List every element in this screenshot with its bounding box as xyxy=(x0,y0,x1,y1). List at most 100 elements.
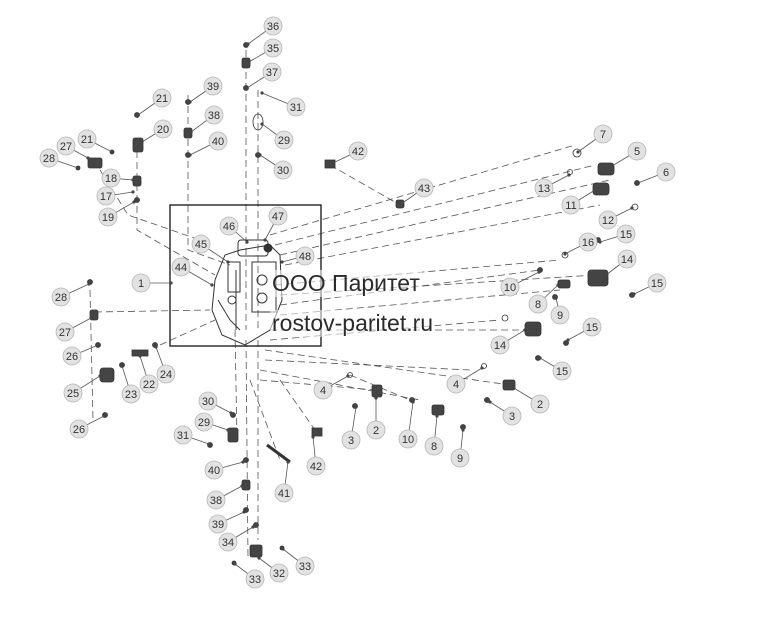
callout-number: 17 xyxy=(100,191,112,203)
callout-46: 46 xyxy=(219,216,249,244)
callout-bubble xyxy=(191,234,211,254)
callout-26: 26 xyxy=(62,343,100,366)
callout-anchor xyxy=(480,366,484,370)
callout-38: 38 xyxy=(189,105,224,134)
callout-17: 17 xyxy=(96,186,135,206)
callout-number: 28 xyxy=(55,292,67,304)
callout-bubble xyxy=(139,374,159,394)
callout-number: 4 xyxy=(320,385,326,397)
callout-bubble xyxy=(550,305,570,325)
callout-bubble xyxy=(578,232,598,252)
callout-bubble xyxy=(269,563,289,583)
callout-number: 19 xyxy=(102,212,114,224)
callout-anchor xyxy=(96,343,100,347)
callout-bubble xyxy=(273,160,293,180)
callout-37: 37 xyxy=(245,62,282,90)
callout-anchor xyxy=(229,411,233,415)
callout-bubble xyxy=(582,317,602,337)
callout-25: 25 xyxy=(63,374,102,403)
callout-bubble xyxy=(656,162,676,182)
callout-35: 35 xyxy=(247,38,283,64)
callout-anchor xyxy=(512,386,516,390)
callout-number: 39 xyxy=(212,519,224,531)
callout-anchor xyxy=(132,200,136,204)
callout-anchor xyxy=(110,150,114,154)
callout-number: 4 xyxy=(453,379,459,391)
callout-42: 42 xyxy=(331,141,368,165)
callout-number: 39 xyxy=(207,81,219,93)
callout-44: 44 xyxy=(171,257,214,287)
callout-26: 26 xyxy=(69,414,106,439)
callout-number: 5 xyxy=(634,146,640,158)
callout-bubble xyxy=(198,391,218,411)
callout-anchor xyxy=(576,150,580,154)
callout-bubble xyxy=(208,514,228,534)
callout-labels: 3635373129303938402120272128181719424375… xyxy=(39,16,676,589)
callout-anchor xyxy=(246,42,250,46)
callout-21: 21 xyxy=(77,129,114,154)
callout-number: 31 xyxy=(177,430,189,442)
callout-number: 26 xyxy=(73,424,85,436)
callout-number: 1 xyxy=(138,278,144,290)
callout-bubble xyxy=(262,62,282,82)
callout-bubble xyxy=(153,119,173,139)
callout-10: 10 xyxy=(398,400,418,449)
callout-4: 4 xyxy=(446,366,484,394)
callout-14: 14 xyxy=(604,249,637,277)
callout-10: 10 xyxy=(500,270,541,297)
callout-11: 11 xyxy=(561,188,597,215)
callout-15: 15 xyxy=(632,273,667,296)
callout-1: 1 xyxy=(131,273,173,293)
callout-number: 41 xyxy=(278,488,290,500)
callout-anchor xyxy=(567,173,571,177)
callout-48: 48 xyxy=(280,246,315,266)
callout-anchor xyxy=(86,156,90,160)
callout-bubble xyxy=(274,130,294,150)
callout-anchor xyxy=(251,525,255,529)
callout-number: 3 xyxy=(348,435,354,447)
watermark-website[interactable]: rostov-paritet.ru xyxy=(270,310,436,337)
callout-2: 2 xyxy=(366,396,386,440)
callout-3: 3 xyxy=(341,405,361,450)
callout-bubble xyxy=(218,532,238,552)
callout-number: 28 xyxy=(43,153,55,165)
callout-bubble xyxy=(77,129,97,149)
callout-number: 8 xyxy=(535,299,541,311)
callout-bubble xyxy=(561,195,581,215)
callout-bubble xyxy=(204,105,224,125)
callout-number: 10 xyxy=(504,282,516,294)
callout-number: 38 xyxy=(208,110,220,122)
callout-anchor xyxy=(411,400,415,404)
callout-bubble xyxy=(500,277,520,297)
callout-anchor xyxy=(260,91,264,95)
callout-number: 35 xyxy=(267,43,279,55)
callout-bubble xyxy=(286,97,306,117)
callout-anchor xyxy=(138,354,142,358)
callout-anchor xyxy=(131,190,135,194)
callout-anchor xyxy=(257,556,261,560)
callout-anchor xyxy=(523,328,527,332)
callout-anchor xyxy=(374,396,378,400)
callout-anchor xyxy=(247,60,251,64)
callout-number: 38 xyxy=(210,495,222,507)
callout-23: 23 xyxy=(120,364,141,404)
callout-number: 32 xyxy=(273,568,285,580)
callout-24: 24 xyxy=(154,345,176,384)
callout-number: 20 xyxy=(157,124,169,136)
callout-number: 27 xyxy=(60,141,72,153)
callout-anchor xyxy=(280,260,284,264)
callout-anchor xyxy=(226,260,230,264)
callout-anchor xyxy=(245,240,249,244)
callout-9: 9 xyxy=(450,428,470,468)
callout-bubble xyxy=(627,141,647,161)
callout-number: 9 xyxy=(457,453,463,465)
callout-number: 11 xyxy=(565,200,576,212)
callout-9: 9 xyxy=(550,296,570,325)
callout-anchor xyxy=(169,281,173,285)
callout-28: 28 xyxy=(51,282,91,307)
callout-anchor xyxy=(98,374,102,378)
callout-6: 6 xyxy=(636,162,676,185)
callout-anchor xyxy=(140,140,144,144)
callout-27: 27 xyxy=(56,136,90,160)
callout-bubble xyxy=(263,38,283,58)
